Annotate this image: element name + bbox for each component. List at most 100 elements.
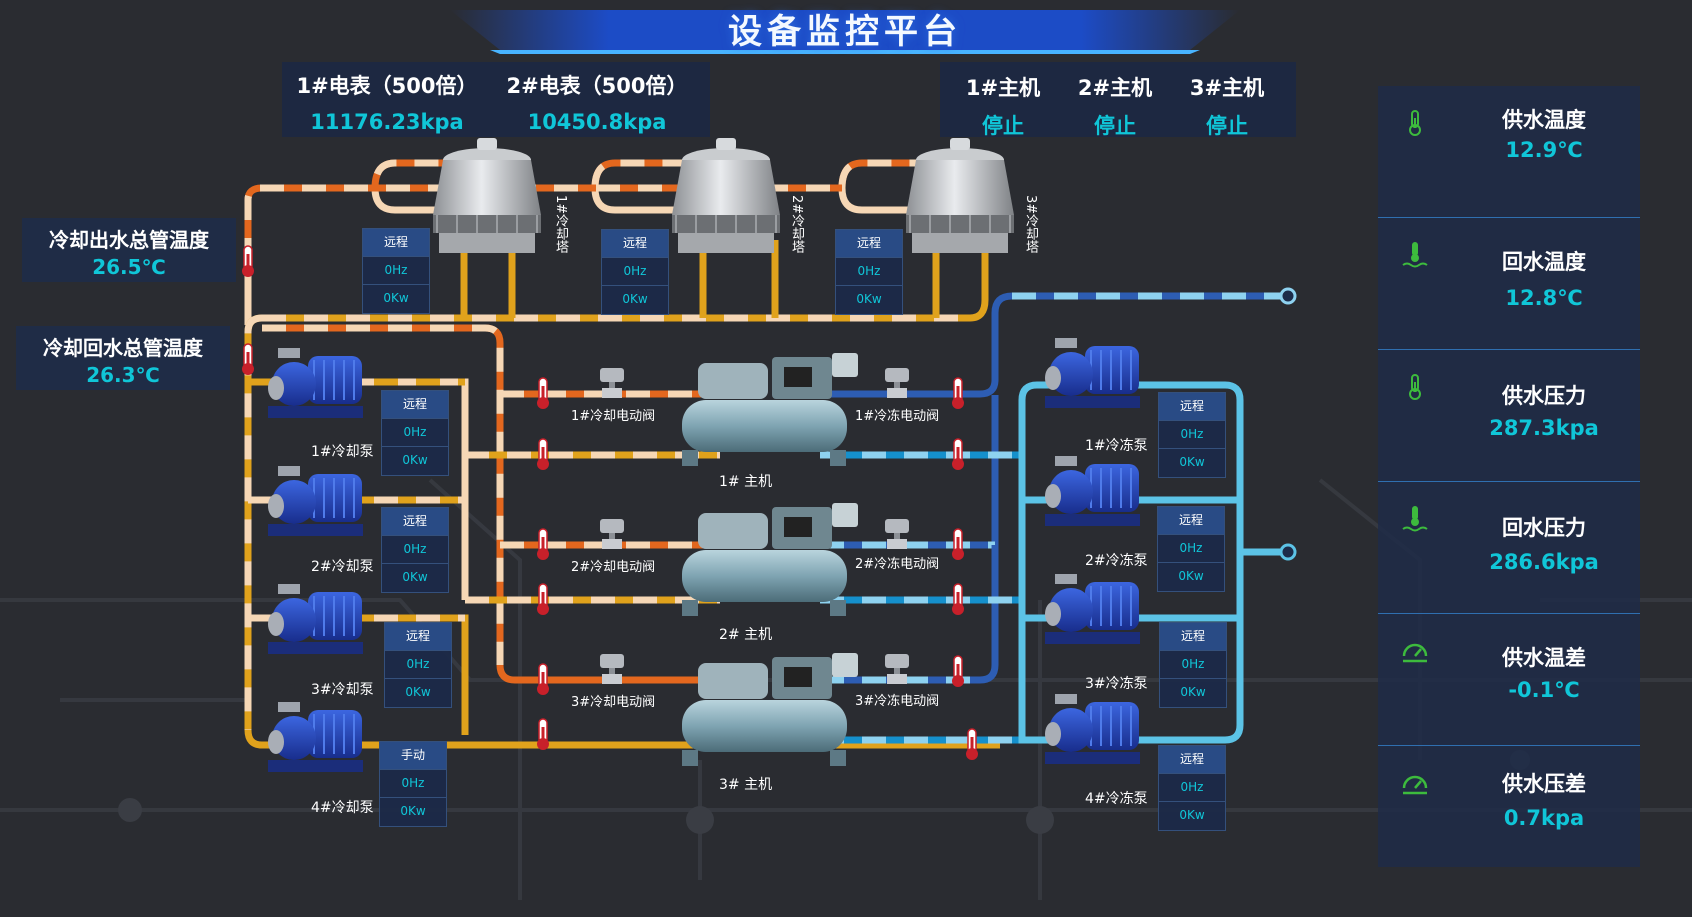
host-2-status[interactable]: 2#主机 停止	[1060, 62, 1170, 140]
motorized-valve-icon[interactable]	[600, 519, 624, 549]
mode-indicator[interactable]: 远程	[385, 623, 451, 651]
thermometer-icon	[537, 528, 549, 560]
thermometer-icon	[537, 583, 549, 615]
chiller-pump-1-label: 1#冷冻泵	[1085, 438, 1148, 454]
mode-indicator[interactable]: 手动	[380, 742, 446, 770]
tower-1-control[interactable]: 远程 0Hz 0Kw	[362, 228, 430, 314]
thermometer-icon	[1409, 374, 1421, 400]
mode-indicator[interactable]: 远程	[1159, 393, 1225, 421]
meters-panel: 1#电表（500倍） 11176.23kpa 2#电表（500倍） 10450.…	[282, 62, 710, 137]
cooling-pump-4-control[interactable]: 手动 0Hz 0Kw	[379, 741, 447, 827]
tower-2-control[interactable]: 远程 0Hz 0Kw	[601, 229, 669, 315]
mode-indicator[interactable]: 远程	[1159, 746, 1225, 774]
host-label: 3#主机	[1189, 76, 1265, 100]
thermometer-icon	[537, 663, 549, 695]
stat-label: 供水温差	[1502, 646, 1586, 670]
thermometer-icon	[966, 728, 978, 760]
frequency-value: 0Hz	[602, 258, 668, 286]
mode-indicator[interactable]: 远程	[363, 229, 429, 257]
thermometer-water-icon	[1402, 506, 1428, 532]
thermometer-icon	[952, 528, 964, 560]
motorized-valve-icon[interactable]	[885, 519, 909, 549]
tower-3-label: 3#冷却塔	[1023, 195, 1038, 254]
tower-1-label: 1#冷却塔	[553, 195, 568, 254]
pump-unit[interactable]	[1045, 456, 1140, 526]
chiller-pump-2-label: 2#冷冻泵	[1085, 553, 1148, 569]
cooling-tower[interactable]	[906, 138, 1014, 253]
stat-supply-temp-diff: 供水温差 -0.1℃	[1378, 614, 1640, 746]
thermometer-icon	[242, 343, 254, 375]
title-bar: 设备监控平台	[430, 0, 1260, 56]
cooling-pump-3-control[interactable]: 远程 0Hz 0Kw	[384, 622, 452, 708]
thermometer-icon	[537, 377, 549, 409]
host-status: 停止	[1094, 114, 1136, 138]
mode-indicator[interactable]: 远程	[836, 230, 902, 258]
chiller-pump-2-control[interactable]: 远程 0Hz 0Kw	[1157, 506, 1225, 592]
host-label: 1#主机	[965, 76, 1041, 100]
stat-label: 供水压差	[1502, 772, 1586, 796]
mode-indicator[interactable]: 远程	[1158, 507, 1224, 535]
stat-supply-pressure: 供水压力 287.3kpa	[1378, 350, 1640, 482]
cooling-tower[interactable]	[672, 138, 780, 253]
stat-value: 287.3kpa	[1489, 416, 1599, 440]
cooling-valve-1-label: 1#冷却电动阀	[571, 409, 656, 424]
hosts-panel: 1#主机 停止 2#主机 停止 3#主机 停止	[940, 62, 1296, 140]
motorized-valve-icon[interactable]	[600, 368, 624, 398]
chiller-unit[interactable]	[682, 353, 858, 466]
pump-unit[interactable]	[1045, 574, 1140, 644]
cooling-pump-2-control[interactable]: 远程 0Hz 0Kw	[381, 507, 449, 593]
frequency-value: 0Hz	[363, 257, 429, 285]
motorized-valve-icon[interactable]	[885, 654, 909, 684]
thermometer-water-icon	[1402, 242, 1428, 268]
mode-indicator[interactable]: 远程	[382, 508, 448, 536]
chiller-pump-4-label: 4#冷冻泵	[1085, 791, 1148, 807]
pump-unit[interactable]	[1045, 338, 1140, 408]
motorized-valve-icon[interactable]	[600, 654, 624, 684]
frequency-value: 0Hz	[1160, 651, 1226, 679]
stats-panel: 供水温度 12.9℃ 回水温度 12.8℃ 供水压力 287.3kpa 回水压力…	[1378, 86, 1640, 867]
temp-value: 26.5℃	[92, 255, 166, 279]
pump-unit[interactable]	[268, 702, 363, 772]
chiller-pump-3-label: 3#冷冻泵	[1085, 676, 1148, 692]
thermometer-icon	[1409, 110, 1421, 136]
tower-2-label: 2#冷却塔	[789, 195, 804, 254]
chiller-unit[interactable]	[682, 503, 858, 616]
pump-unit[interactable]	[268, 348, 363, 418]
cooling-tower[interactable]	[433, 138, 541, 253]
power-value: 0Kw	[402, 570, 428, 584]
freeze-valve-3-label: 3#冷冻电动阀	[855, 694, 940, 709]
frequency-value: 0Hz	[382, 419, 448, 447]
frequency-value: 0Hz	[382, 536, 448, 564]
cooling-return-temp-panel: 冷却回水总管温度 26.3℃	[16, 326, 230, 390]
gauge-icon	[1402, 775, 1428, 795]
meter-label: 1#电表（500倍）	[296, 74, 478, 98]
host-1-status[interactable]: 1#主机 停止	[948, 62, 1058, 140]
host-3-status[interactable]: 3#主机 停止	[1172, 62, 1282, 140]
chiller-unit[interactable]	[682, 653, 858, 766]
mode-indicator[interactable]: 远程	[1160, 623, 1226, 651]
chiller-pump-3-control[interactable]: 远程 0Hz 0Kw	[1159, 622, 1227, 708]
tower-3-control[interactable]: 远程 0Hz 0Kw	[835, 229, 903, 315]
chiller-pump-1-control[interactable]: 远程 0Hz 0Kw	[1158, 392, 1226, 478]
power-value: 0Kw	[622, 292, 648, 306]
stat-return-temp: 回水温度 12.8℃	[1378, 218, 1640, 350]
pump-unit[interactable]	[268, 584, 363, 654]
pump-unit[interactable]	[268, 466, 363, 536]
motorized-valve-icon[interactable]	[885, 368, 909, 398]
chiller-pump-4-control[interactable]: 远程 0Hz 0Kw	[1158, 745, 1226, 831]
pump-unit[interactable]	[1045, 694, 1140, 764]
mode-indicator[interactable]: 远程	[382, 391, 448, 419]
thermometer-icon	[952, 583, 964, 615]
power-value: 0Kw	[856, 292, 882, 306]
temp-label: 冷却回水总管温度	[43, 336, 203, 360]
temp-label: 冷却出水总管温度	[49, 228, 209, 252]
page-title: 设备监控平台	[728, 12, 962, 52]
power-value: 0Kw	[1178, 569, 1204, 583]
cooling-pump-4-label: 4#冷却泵	[311, 800, 374, 816]
mode-indicator[interactable]: 远程	[602, 230, 668, 258]
stat-value: 12.8℃	[1505, 286, 1583, 310]
power-value: 0Kw	[402, 453, 428, 467]
cooling-pump-1-control[interactable]: 远程 0Hz 0Kw	[381, 390, 449, 476]
freeze-valve-1-label: 1#冷冻电动阀	[855, 409, 940, 424]
